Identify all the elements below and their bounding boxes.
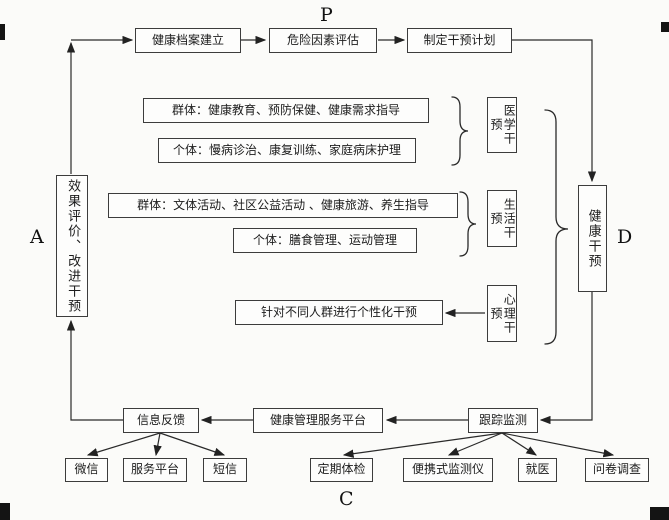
node-wechat: 微信 xyxy=(65,458,108,482)
node-life-intervention: 生活干预 xyxy=(487,190,517,247)
node-info-feedback: 信息反馈 xyxy=(123,408,199,433)
arrow-health-to-monitor xyxy=(539,292,592,425)
node-portable-monitor: 便携式监测仪 xyxy=(403,458,493,482)
arrow-feedback-platform xyxy=(153,433,162,457)
arrow-feedback-sms xyxy=(160,433,226,456)
node-regular-checkup: 定期体检 xyxy=(310,458,373,482)
phase-label-p: P xyxy=(320,4,333,26)
node-service-platform-channel: 服务平台 xyxy=(123,458,187,482)
scan-artifact xyxy=(650,507,669,520)
node-sms: 短信 xyxy=(203,458,247,482)
phase-label-a: A xyxy=(30,226,44,248)
arrow-monitor-checkup xyxy=(342,433,502,458)
brace-medical xyxy=(452,97,468,165)
node-medical-intervention: 医学干预 xyxy=(487,97,517,153)
node-medical-group: 群体：健康教育、预防保健、健康需求指导 xyxy=(143,98,429,123)
brace-overall-intervention xyxy=(545,110,568,344)
node-risk-assessment: 危险因素评估 xyxy=(269,28,377,53)
node-psych-intervention: 心理干预 xyxy=(487,285,517,342)
node-questionnaire: 问卷调查 xyxy=(585,458,649,482)
node-personalized-intervention: 针对不同人群进行个性化干预 xyxy=(235,300,443,325)
arrow-feedback-to-effect xyxy=(66,319,123,420)
scan-artifact xyxy=(661,22,669,32)
scan-artifact xyxy=(0,24,5,40)
flow-arrows xyxy=(66,35,615,458)
brace-life xyxy=(460,192,476,256)
phase-label-c: C xyxy=(339,488,354,510)
phase-label-d: D xyxy=(617,226,633,248)
arrow-plan-to-health xyxy=(512,40,597,183)
node-effect-evaluation: 效果评价、改进干预 xyxy=(56,175,88,317)
node-medical-individual: 个体：慢病诊治、康复训练、家庭病床护理 xyxy=(158,138,416,163)
node-life-group: 群体：文体活动、社区公益活动 、健康旅游、养生指导 xyxy=(108,193,458,218)
node-service-platform: 健康管理服务平台 xyxy=(253,408,383,433)
scan-artifact xyxy=(0,503,10,520)
node-health-intervention: 健康干预 xyxy=(578,185,607,292)
node-life-individual: 个体：膳食管理、运动管理 xyxy=(233,228,417,253)
arrow-monitor-survey xyxy=(502,433,615,458)
arrow-monitor-medic xyxy=(502,433,538,456)
node-intervention-plan: 制定干预计划 xyxy=(407,28,512,53)
arrow-feedback-wechat xyxy=(86,433,160,457)
node-health-archive: 健康档案建立 xyxy=(135,28,241,53)
node-seek-medical: 就医 xyxy=(518,458,557,482)
node-tracking-monitor: 跟踪监测 xyxy=(468,408,538,433)
arrow-monitor-portable xyxy=(447,433,502,455)
